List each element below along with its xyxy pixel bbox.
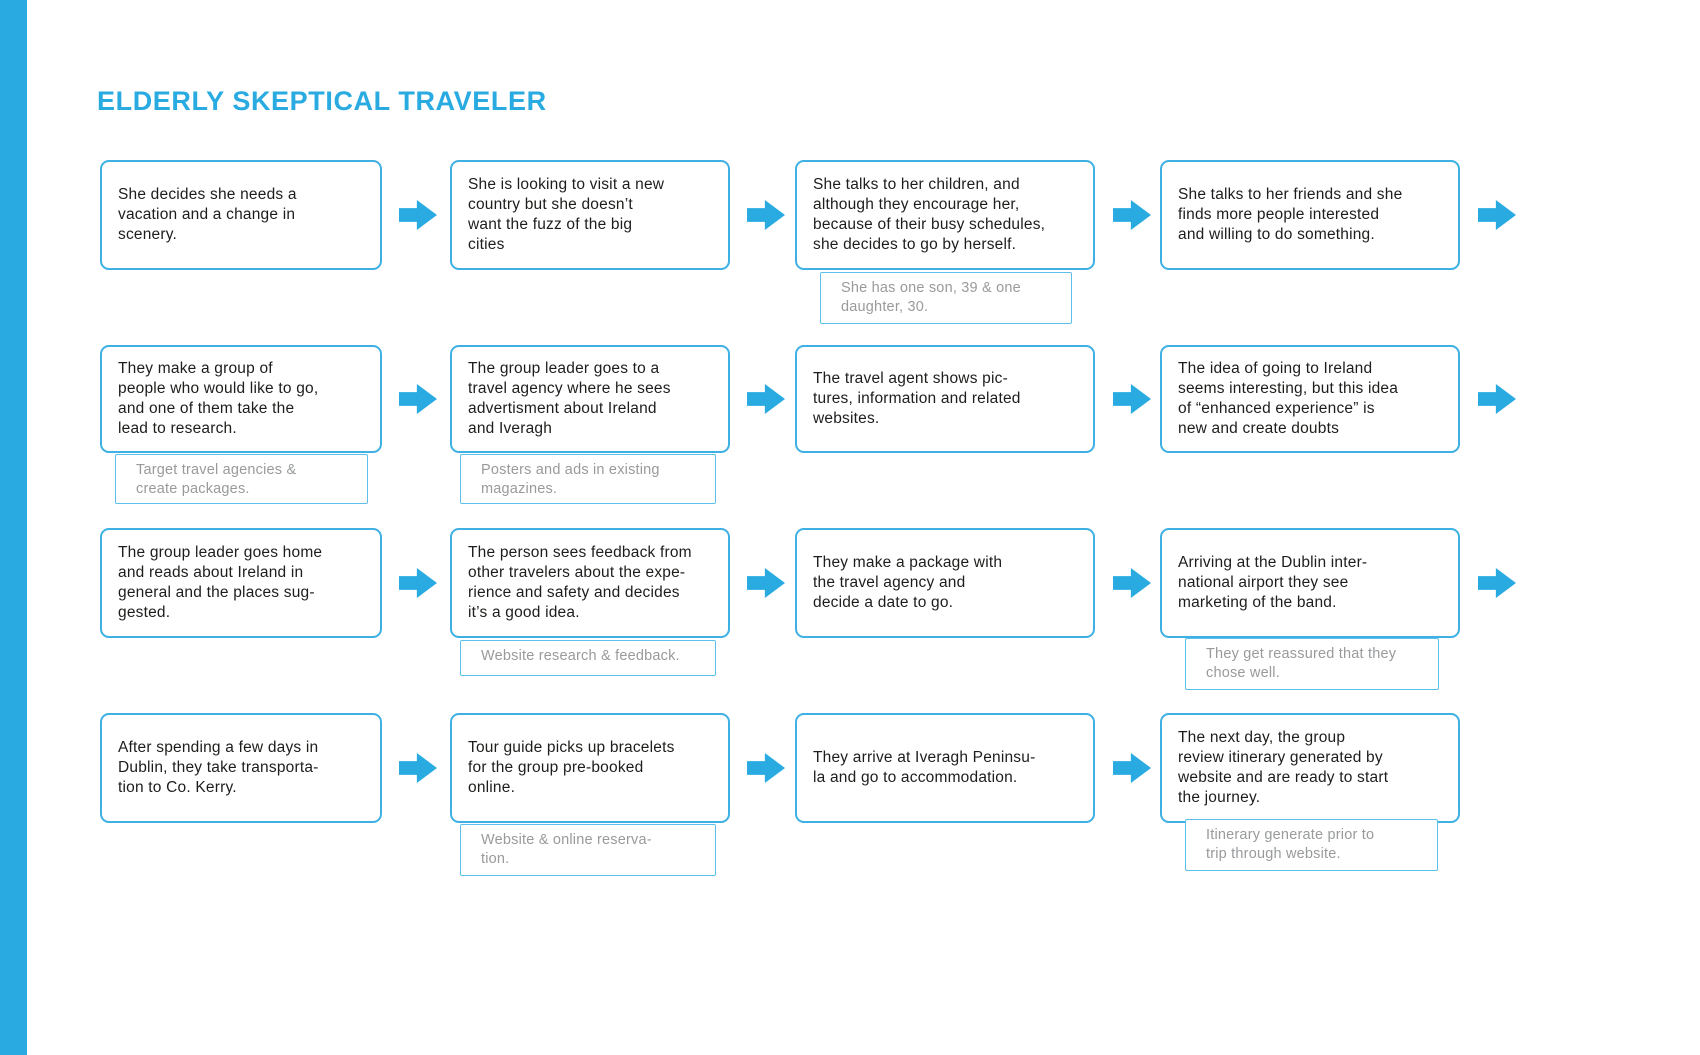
arrow-right-icon (747, 753, 785, 783)
arrow-right-icon (747, 384, 785, 414)
step-box: She is looking to visit a new country bu… (450, 160, 730, 270)
arrow-right-icon (747, 200, 785, 230)
step-box: Tour guide picks up bracelets for the gr… (450, 713, 730, 823)
step-box: After spending a few days in Dublin, the… (100, 713, 382, 823)
step-box: They arrive at Iveragh Peninsu- la and g… (795, 713, 1095, 823)
step-box: They make a group of people who would li… (100, 345, 382, 453)
arrow-right-icon (1113, 200, 1151, 230)
step-box: She talks to her children, and although … (795, 160, 1095, 270)
arrow-right-icon (399, 200, 437, 230)
arrow-right-icon (747, 568, 785, 598)
step-box: The next day, the group review itinerary… (1160, 713, 1460, 823)
step-box: The person sees feedback from other trav… (450, 528, 730, 638)
page-title: ELDERLY SKEPTICAL TRAVELER (97, 86, 547, 116)
step-box: The idea of going to Ireland seems inter… (1160, 345, 1460, 453)
arrow-right-icon (1113, 384, 1151, 414)
step-box: She decides she needs a vacation and a c… (100, 160, 382, 270)
step-note: They get reassured that they chose well. (1185, 638, 1439, 690)
step-note: Target travel agencies & create packages… (115, 454, 368, 504)
arrow-right-icon (399, 753, 437, 783)
arrow-right-icon (1113, 568, 1151, 598)
arrow-right-icon (1478, 384, 1516, 414)
step-note: Posters and ads in existing magazines. (460, 454, 716, 504)
arrow-right-icon (1113, 753, 1151, 783)
accent-sidebar (0, 0, 27, 1055)
step-box: They make a package with the travel agen… (795, 528, 1095, 638)
arrow-right-icon (1478, 200, 1516, 230)
step-box: The group leader goes home and reads abo… (100, 528, 382, 638)
step-box: Arriving at the Dublin inter- national a… (1160, 528, 1460, 638)
step-note: Website research & feedback. (460, 640, 716, 676)
step-note: Website & online reserva- tion. (460, 824, 716, 876)
step-note: She has one son, 39 & one daughter, 30. (820, 272, 1072, 324)
step-box: The group leader goes to a travel agency… (450, 345, 730, 453)
arrow-right-icon (399, 568, 437, 598)
step-box: The travel agent shows pic- tures, infor… (795, 345, 1095, 453)
arrow-right-icon (399, 384, 437, 414)
step-note: Itinerary generate prior to trip through… (1185, 819, 1438, 871)
step-box: She talks to her friends and she finds m… (1160, 160, 1460, 270)
arrow-right-icon (1478, 568, 1516, 598)
